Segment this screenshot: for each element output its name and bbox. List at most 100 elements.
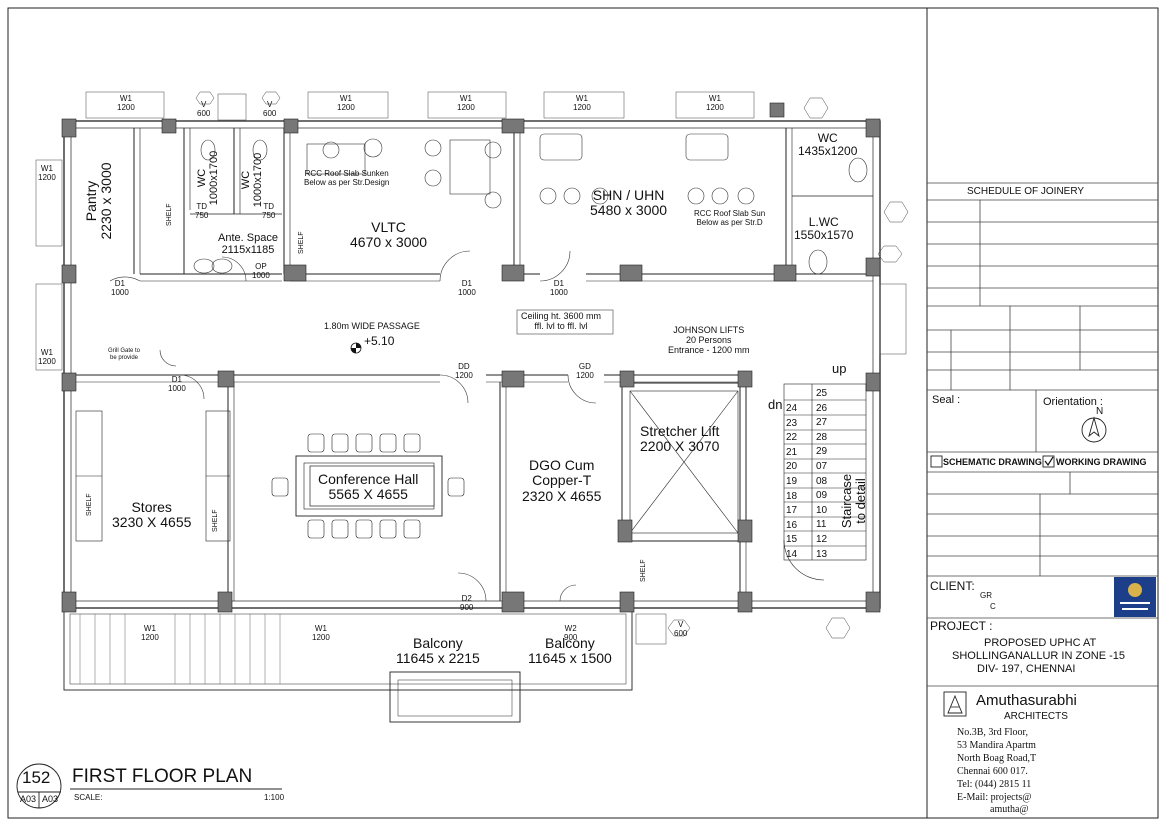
ceiling-line2: ffl. lvl to ffl. lvl — [534, 320, 588, 331]
rcc-note-1-line2: Below as per Str.Design — [304, 177, 390, 187]
conference-size: 5565 X 4655 — [328, 486, 408, 503]
pantry-size: 2230 x 3000 — [98, 162, 115, 240]
scale-value: 1:100 — [264, 793, 285, 802]
north-label: N — [1096, 406, 1104, 417]
stores-name: Stores — [131, 499, 172, 515]
ante-space-label: Ante. Space 2115x1185 — [218, 232, 278, 256]
wc3-name: WC — [817, 131, 838, 145]
balcony1-size: 11645 x 2215 — [396, 650, 480, 667]
stretcher-name: Stretcher Lift — [640, 423, 720, 439]
stair-step-right-1: 26 — [816, 402, 828, 414]
stretcher-size: 2200 X 3070 — [640, 438, 720, 455]
conference-table — [271, 433, 465, 539]
stair-step-left-0: 24 — [786, 403, 798, 414]
stair-step-right-9: 11 — [816, 519, 827, 531]
shn-name: SHN / UHN — [592, 187, 665, 203]
stair-step-left-1: 23 — [786, 417, 798, 429]
balcony-railing — [79, 614, 281, 684]
stair-step-left-10: 14 — [786, 548, 798, 560]
level-marker-icon — [350, 342, 362, 354]
title-block-grid — [927, 182, 1158, 687]
sheet-border — [7, 7, 1159, 819]
client-logo — [1114, 577, 1156, 617]
balcony1-label: Balcony 11645 x 2215 — [396, 635, 480, 667]
conference-name: Conference Hall — [318, 471, 419, 487]
address-line4: Chennai 600 017. — [957, 766, 1028, 777]
client-line1: GR — [980, 591, 992, 600]
address-line7: amutha@ — [990, 804, 1029, 815]
staircase-line2: to detail — [853, 478, 869, 524]
wc3-label: WC 1435x1200 — [798, 131, 857, 158]
staircase — [783, 383, 867, 581]
address-line5: Tel: (044) 2815 11 — [957, 779, 1032, 790]
ante-name: Ante. Space — [218, 232, 278, 244]
ceiling-note-box — [516, 309, 614, 335]
dgo-label: DGO Cum Copper-T 2320 X 4655 — [522, 457, 601, 504]
shelf-label-3: SHELF — [86, 493, 93, 516]
checkmark-icon — [1044, 456, 1054, 467]
shelf-label-4: SHELF — [212, 509, 219, 532]
dgo-line1: DGO Cum — [529, 457, 595, 473]
stair-step-left-8: 16 — [786, 519, 798, 531]
staircase-label: Staircase to detail — [839, 466, 869, 536]
lifts-line1: JOHNSON LIFTS — [673, 325, 745, 335]
stair-step-right-0: 25 — [816, 388, 828, 399]
level-note: +5.10 — [364, 334, 395, 348]
stair-step-right-4: 29 — [816, 446, 828, 458]
stair-step-left-4: 20 — [786, 461, 798, 473]
ante-size: 2115x1185 — [221, 244, 275, 257]
project-line2: SHOLLINGANALLUR IN ZONE -15 — [952, 650, 1125, 662]
stair-step-left-6: 18 — [786, 490, 798, 502]
conference-hall-label: Conference Hall 5565 X 4655 — [318, 471, 419, 503]
window-symbols — [35, 91, 909, 645]
drawing-title: FIRST FLOOR PLAN — [72, 766, 253, 787]
sheet-ref-b: A03 — [42, 794, 59, 804]
lwc-label: L.WC 1550x1570 — [794, 215, 854, 243]
stretcher-lift-label: Stretcher Lift 2200 X 3070 — [640, 423, 720, 455]
vltc-label: VLTC 4670 x 3000 — [350, 219, 428, 251]
rcc-note-2: RCC Roof Slab Sun Below as per Str.D — [694, 209, 766, 228]
pantry-label: Pantry 2230 x 3000 — [83, 146, 115, 256]
firm-name: Amuthasurabhi — [976, 692, 1077, 709]
lifts-note: JOHNSON LIFTS 20 Persons Entrance - 1200… — [668, 325, 750, 356]
wc1-size: 1000x1700 — [208, 150, 221, 206]
shelf-label-2: SHELF — [298, 231, 305, 254]
dgo-line2: Copper-T — [532, 472, 592, 489]
project-line1: PROPOSED UPHC AT — [984, 637, 1097, 649]
structural-columns — [61, 102, 881, 613]
lifts-line2: 20 Persons — [686, 334, 732, 345]
client-label: CLIENT: — [930, 579, 975, 593]
stair-step-right-11: 13 — [816, 548, 828, 560]
balcony1-name: Balcony — [413, 635, 463, 651]
vltc-size: 4670 x 3000 — [350, 234, 428, 251]
address-line1: No.3B, 3rd Floor, — [957, 727, 1028, 738]
sheet-number-bubble — [16, 763, 62, 809]
architect-logo — [943, 691, 967, 717]
passage-note: 1.80m WIDE PASSAGE — [324, 321, 420, 331]
lifts-line3: Entrance - 1200 mm — [668, 344, 750, 355]
stair-step-right-5: 07 — [816, 460, 828, 472]
address-line2: 53 Mandira Apartm — [957, 740, 1036, 751]
rcc-note-2-line1: RCC Roof Slab Sun — [694, 209, 766, 218]
rcc-note-2-line2: Below as per Str.D — [696, 217, 763, 227]
wc2-name: WC — [240, 170, 252, 190]
north-arrow-icon — [1081, 416, 1107, 443]
lwc-size: 1550x1570 — [794, 228, 854, 243]
shelf-label-5: SHELF — [640, 559, 647, 582]
working-checkbox — [1042, 455, 1055, 468]
stair-step-right-2: 27 — [816, 417, 828, 429]
